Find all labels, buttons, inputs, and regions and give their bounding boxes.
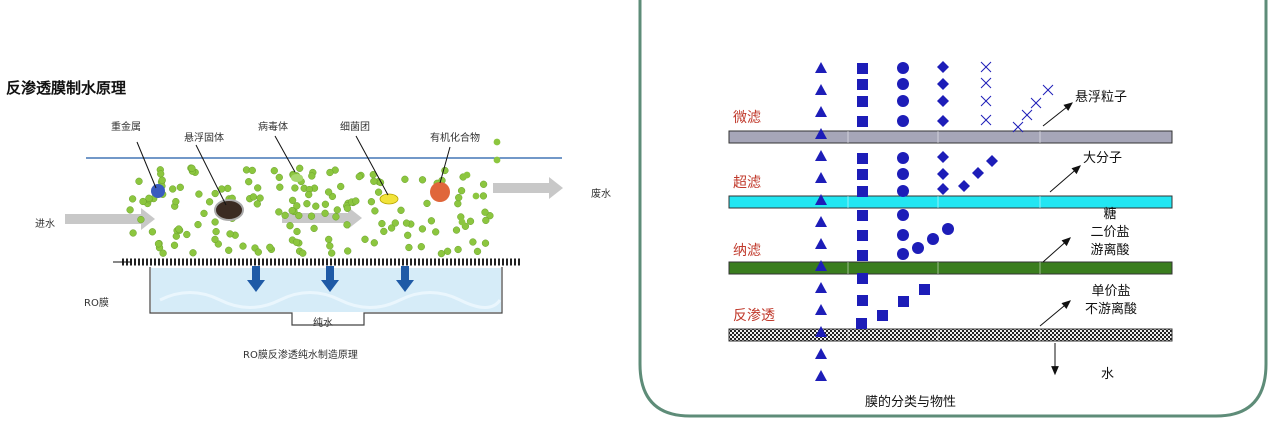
divalent-salt-circle xyxy=(897,209,909,221)
water-molecule-triangle xyxy=(815,370,827,381)
monovalent-salt-square xyxy=(857,63,868,74)
membrane-label-microfiltration: 微滤 xyxy=(733,107,761,127)
monovalent-salt-square xyxy=(857,230,868,241)
membrane-bar xyxy=(729,262,1172,274)
macromolecule-diamond xyxy=(972,167,984,179)
suspended-particle-cross xyxy=(981,62,991,72)
monovalent-salt-square xyxy=(919,284,930,295)
suspended-particle-cross xyxy=(981,78,991,88)
monovalent-salt-square xyxy=(898,296,909,307)
monovalent-salt-square xyxy=(857,169,868,180)
membrane-label-ultrafiltration: 超滤 xyxy=(733,172,761,192)
water-molecule-triangle xyxy=(815,282,827,293)
water-molecule-triangle xyxy=(815,172,827,183)
water-molecule-triangle xyxy=(815,304,827,315)
divalent-salt-circle xyxy=(897,185,909,197)
suspended-particle-cross xyxy=(1043,85,1053,95)
divalent-salt-circle xyxy=(897,95,909,107)
divalent-salt-circle xyxy=(912,242,924,254)
suspended-particle-cross xyxy=(981,115,991,125)
rejection-arrow xyxy=(1064,103,1072,110)
water-molecule-triangle xyxy=(815,62,827,73)
monovalent-salt-square xyxy=(857,250,868,261)
monovalent-salt-square xyxy=(857,116,868,127)
membrane-bar xyxy=(729,131,1172,143)
rejected-label-macromolecules: 大分子 xyxy=(1083,150,1122,168)
macromolecule-diamond xyxy=(937,61,949,73)
divalent-salt-circle xyxy=(897,78,909,90)
divalent-salt-circle xyxy=(897,168,909,180)
membrane-label-reverse-osmosis: 反渗透 xyxy=(733,305,775,325)
rejected-label-free-acid: 游离酸 xyxy=(1080,242,1140,260)
water-molecule-triangle xyxy=(815,150,827,161)
rejected-label-monovalent-salt: 单价盐 xyxy=(1075,283,1147,301)
rejected-label-suspended-particles: 悬浮粒子 xyxy=(1075,89,1127,107)
divalent-salt-circle xyxy=(897,248,909,260)
water-molecule-triangle xyxy=(815,238,827,249)
monovalent-salt-square xyxy=(857,186,868,197)
monovalent-salt-square xyxy=(857,295,868,306)
monovalent-salt-square xyxy=(857,96,868,107)
monovalent-salt-square xyxy=(877,310,888,321)
water-label: 水 xyxy=(1101,366,1114,384)
rejected-label-non-dissociated-acid: 不游离酸 xyxy=(1075,301,1147,319)
water-molecule-triangle xyxy=(815,106,827,117)
suspended-particle-cross xyxy=(1031,98,1041,108)
macromolecule-diamond xyxy=(937,95,949,107)
macromolecule-diamond xyxy=(937,183,949,195)
macromolecule-diamond xyxy=(937,151,949,163)
right-caption: 膜的分类与物性 xyxy=(865,394,956,412)
macromolecule-diamond xyxy=(958,180,970,192)
water-molecule-triangle xyxy=(815,216,827,227)
divalent-salt-circle xyxy=(897,115,909,127)
rejected-label-sugar: 糖 xyxy=(1080,206,1140,224)
divalent-salt-circle xyxy=(897,229,909,241)
macromolecule-diamond xyxy=(937,78,949,90)
monovalent-salt-square xyxy=(857,79,868,90)
macromolecule-diamond xyxy=(937,168,949,180)
rejected-group-reverse-osmosis: 单价盐 不游离酸 xyxy=(1075,283,1147,319)
monovalent-salt-square xyxy=(857,273,868,284)
divalent-salt-circle xyxy=(897,62,909,74)
water-molecule-triangle xyxy=(815,348,827,359)
divalent-salt-circle xyxy=(897,152,909,164)
divalent-salt-circle xyxy=(927,233,939,245)
suspended-particle-cross xyxy=(1022,110,1032,120)
monovalent-salt-square xyxy=(856,318,867,329)
macromolecule-diamond xyxy=(986,155,998,167)
rejection-arrow xyxy=(1052,367,1058,374)
membrane-bar xyxy=(729,329,1172,341)
divalent-salt-circle xyxy=(942,223,954,235)
rejected-group-nanofiltration: 糖 二价盐 游离酸 xyxy=(1080,206,1140,260)
rejected-label-divalent-salt: 二价盐 xyxy=(1080,224,1140,242)
suspended-particle-cross xyxy=(981,96,991,106)
water-molecule-triangle xyxy=(815,84,827,95)
macromolecule-diamond xyxy=(937,115,949,127)
monovalent-salt-square xyxy=(857,210,868,221)
membrane-label-nanofiltration: 纳滤 xyxy=(733,240,761,260)
monovalent-salt-square xyxy=(857,153,868,164)
